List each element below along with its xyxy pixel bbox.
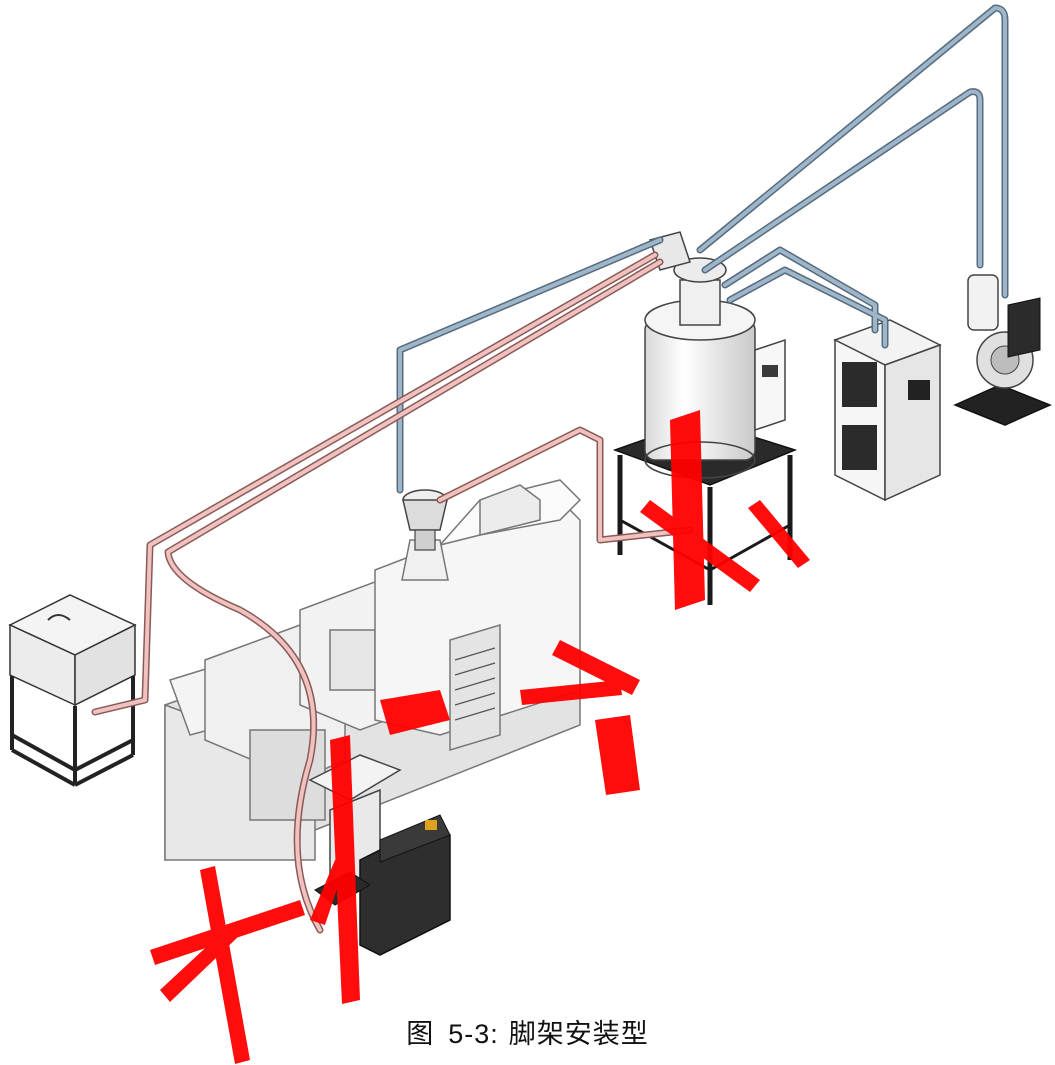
pink-material-pipes xyxy=(91,251,694,934)
injection-molding-machine xyxy=(164,479,582,861)
figure-title: 脚架安装型 xyxy=(508,1019,649,1050)
vacuum-pump-unit xyxy=(953,274,1052,426)
hopper-loader xyxy=(402,489,448,551)
blue-conveying-pipes xyxy=(396,4,1009,494)
material-bin-stand xyxy=(8,594,137,787)
figure-label: 图 xyxy=(406,1019,435,1050)
figure-caption: 图 5-3: 脚架安装型 xyxy=(0,1012,1055,1051)
watermark-strokes xyxy=(150,410,810,1064)
figure-number: 5-3: xyxy=(448,1019,499,1049)
